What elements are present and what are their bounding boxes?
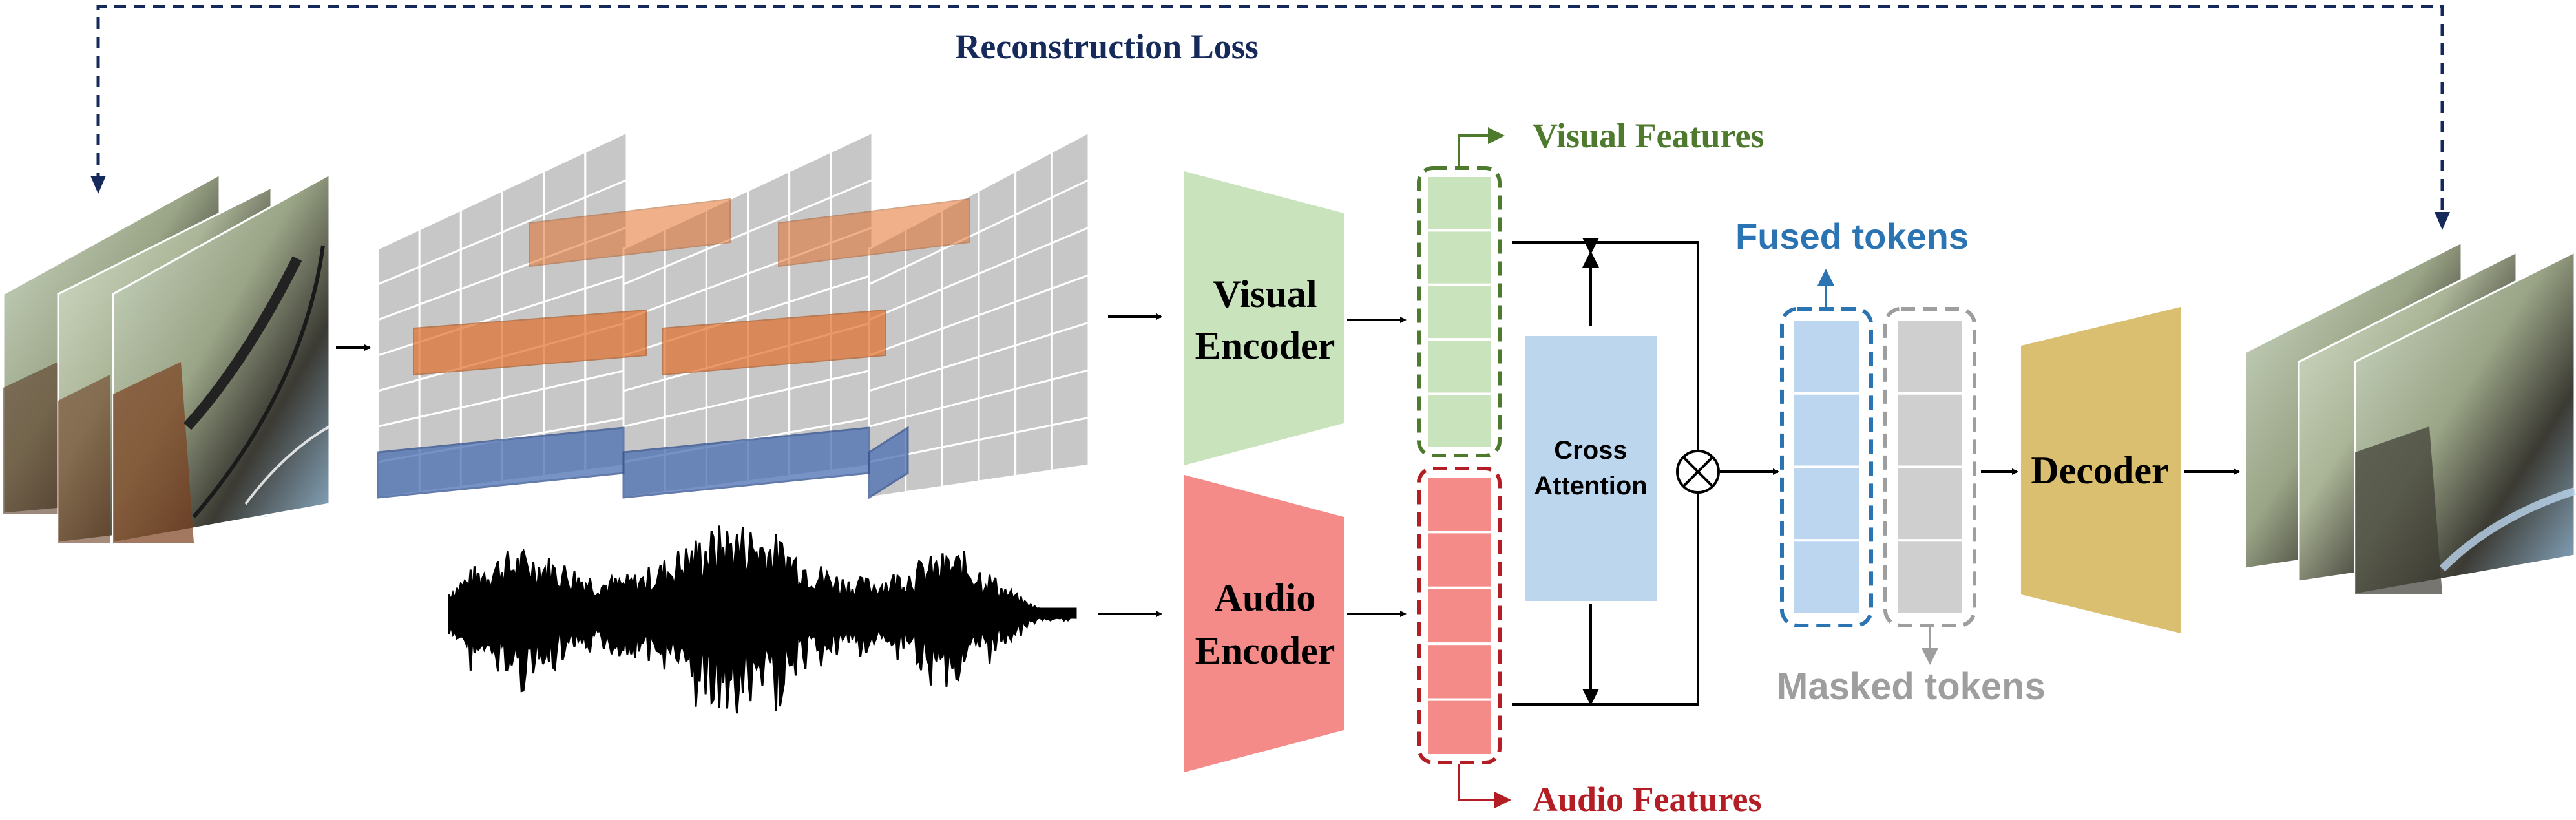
- audio-encoder: Audio Encoder: [1184, 475, 1344, 772]
- blue-tube-3: [868, 426, 909, 499]
- orange-tube-4: [662, 309, 886, 376]
- decoder: Decoder: [2021, 307, 2181, 633]
- audio-token: [1425, 475, 1494, 534]
- arrowhead-right: [2435, 212, 2450, 230]
- fused-token: [1792, 392, 1861, 468]
- patch-cell: [830, 368, 874, 426]
- cross-attention-label-line1: Cross: [1554, 436, 1627, 465]
- audio-token: [1425, 698, 1494, 757]
- visual-feature-tokens: [1425, 174, 1494, 450]
- masked-tokens-column: Masked tokens: [1777, 307, 2046, 708]
- audio-waveform: [448, 525, 1077, 714]
- circled-times-icon: [1676, 450, 1720, 494]
- arrowhead-left: [90, 176, 106, 194]
- visual-features-label: Visual Features: [1533, 116, 1764, 155]
- fused-token: [1792, 539, 1861, 615]
- masked-token: [1895, 465, 1965, 542]
- fused-tokens-column: Fused tokens: [1735, 216, 1969, 627]
- visual-token: [1425, 338, 1494, 395]
- patch-cell: [1051, 368, 1090, 426]
- masked-tokens-label: Masked tokens: [1777, 666, 2046, 708]
- patch-cell: [1051, 416, 1090, 472]
- masked-token: [1895, 392, 1965, 468]
- visual-token: [1425, 229, 1494, 286]
- patch-cell: [941, 397, 980, 448]
- orange-tube-2: [778, 198, 970, 268]
- output-frame-front: [2354, 250, 2576, 596]
- input-frame-front: [112, 173, 331, 544]
- output-frames: [2244, 240, 2576, 596]
- patch-cell: [941, 438, 980, 489]
- patch-cell: [501, 388, 545, 441]
- reconstruction-loss-label: Reconstruction Loss: [955, 27, 1259, 66]
- visual-encoder-label-line2: Encoder: [1195, 324, 1335, 367]
- audio-feature-tokens: [1425, 475, 1494, 757]
- cross-attention-connectors: [1512, 238, 1699, 706]
- masked-token-cells: [1895, 319, 1965, 615]
- patch-cell: [584, 368, 628, 426]
- visual-token: [1425, 392, 1494, 450]
- cross-attention-label-line2: Attention: [1534, 472, 1648, 500]
- fused-token-cells: [1792, 319, 1861, 615]
- temporal-tubes: [377, 198, 970, 499]
- visual-features-column: Visual Features: [1417, 116, 1764, 457]
- patch-cell: [747, 388, 791, 441]
- patch-cell: [978, 387, 1017, 441]
- audio-features-column: Audio Features: [1417, 467, 1762, 819]
- patch-cell: [905, 446, 943, 494]
- visual-token: [1425, 283, 1494, 341]
- masked-token: [1895, 539, 1965, 615]
- patch-cell: [788, 378, 832, 434]
- masked-token: [1895, 319, 1965, 395]
- cross-attention-block: Cross Attention: [1525, 336, 1657, 601]
- decoder-label: Decoder: [2031, 449, 2168, 492]
- patch-cell: [1014, 378, 1053, 434]
- visual-token: [1425, 174, 1494, 232]
- visual-encoder-label-line1: Visual: [1213, 273, 1317, 315]
- orange-tube-3: [413, 309, 647, 376]
- visual-encoder: Visual Encoder: [1184, 171, 1344, 465]
- patch-cell: [543, 378, 587, 434]
- orange-tube-1: [529, 198, 731, 268]
- reconstruction-loss-loop: Reconstruction Loss: [90, 5, 2450, 230]
- input-frames: [2, 173, 331, 544]
- audio-encoder-label-line2: Encoder: [1195, 629, 1335, 672]
- fused-tokens-label: Fused tokens: [1735, 216, 1969, 257]
- fused-token: [1792, 319, 1861, 395]
- audio-features-label: Audio Features: [1533, 780, 1762, 819]
- audio-token: [1425, 642, 1494, 701]
- audio-encoder-label-line1: Audio: [1215, 576, 1316, 619]
- fused-token: [1792, 465, 1861, 542]
- patch-cell: [978, 431, 1017, 483]
- patch-cell: [1014, 424, 1053, 478]
- audio-token: [1425, 531, 1494, 589]
- audio-token: [1425, 586, 1494, 646]
